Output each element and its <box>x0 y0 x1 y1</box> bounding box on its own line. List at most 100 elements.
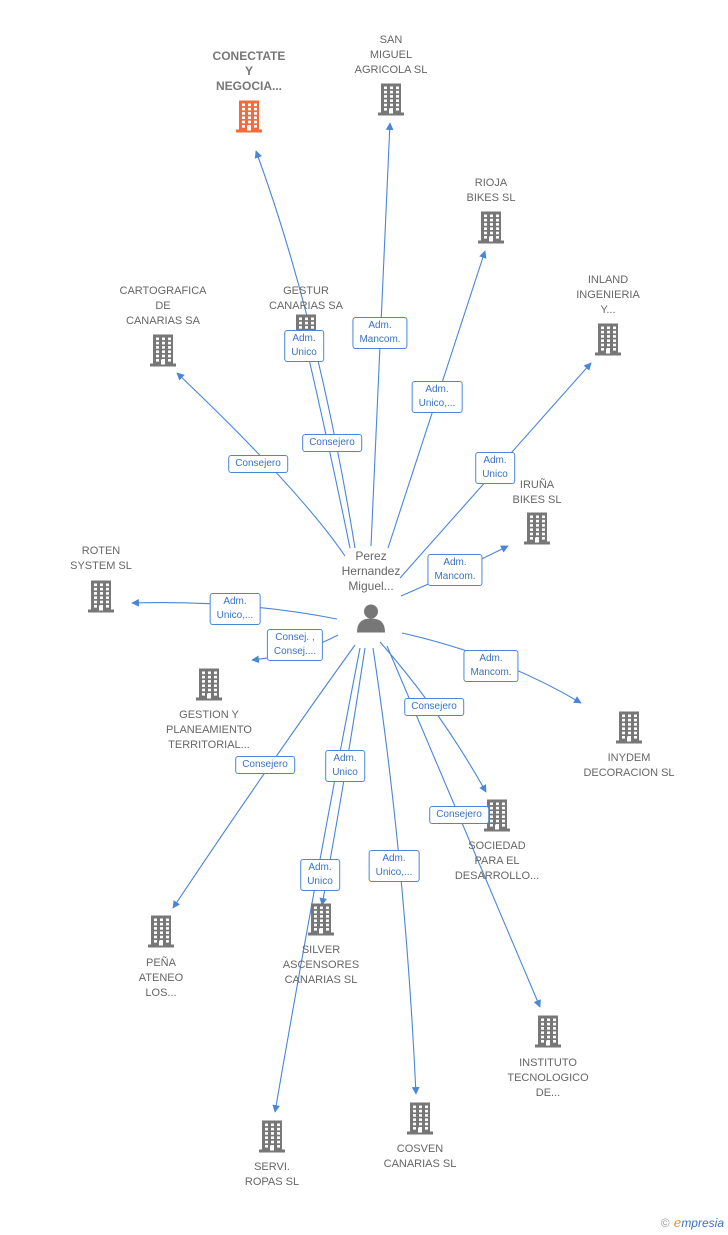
edge-label-line: Adm. <box>223 596 247 607</box>
edge-label-iruna-bikes[interactable]: Adm.Mancom. <box>427 554 483 586</box>
building-icon[interactable] <box>477 210 505 249</box>
edge-label-line: Adm. <box>479 653 503 664</box>
company-label-line: CANARIAS SA <box>269 300 343 312</box>
company-label-inydem[interactable]: INYDEM DECORACION SL <box>583 751 674 781</box>
edge-label-line: Unico,... <box>216 610 254 621</box>
company-label-line: AGRICOLA SL <box>354 64 428 76</box>
building-icon[interactable] <box>87 579 115 618</box>
company-label-servi[interactable]: SERVI.ROPAS SL <box>245 1160 299 1190</box>
edge-label-pena[interactable]: Consejero <box>235 756 295 774</box>
building-icon[interactable] <box>235 99 263 138</box>
edge-line-cartografica <box>176 372 346 557</box>
edge-label-line: Unico <box>482 469 508 480</box>
company-label-line: SERVI. <box>254 1161 290 1173</box>
copyright-symbol: © <box>660 1216 670 1230</box>
edge-label-san-miguel[interactable]: Adm.Mancom. <box>352 317 408 349</box>
edge-label-servi[interactable]: Adm.Unico <box>300 859 340 891</box>
edge-label-conectate[interactable]: Adm.Unico <box>284 330 324 362</box>
company-label-line: CANARIAS SL <box>383 1158 457 1170</box>
company-label-line: DE... <box>535 1087 561 1099</box>
brand-initial: e <box>673 1216 682 1231</box>
company-label-rioja-bikes[interactable]: RIOJA BIKES SL <box>467 176 516 206</box>
building-icon[interactable] <box>147 914 175 953</box>
building-icon[interactable] <box>615 710 643 749</box>
edge-label-rioja-bikes[interactable]: Adm.Unico,... <box>411 381 463 413</box>
company-label-line: Y... <box>600 304 616 316</box>
company-label-line: SAN <box>379 34 403 46</box>
company-label-line: PLANEAMIENTO <box>166 724 252 736</box>
edge-label-line: Adm. <box>382 853 406 864</box>
edge-label-line: Consejero <box>235 458 281 469</box>
edge-label-inydem[interactable]: Adm.Mancom. <box>463 650 519 682</box>
company-label-cosven[interactable]: COSVEN CANARIAS SL <box>384 1142 457 1172</box>
center-name-line: Miguel... <box>348 579 394 593</box>
company-label-line: CONECTATE <box>212 49 286 63</box>
building-icon[interactable] <box>594 322 622 361</box>
edge-label-gestur[interactable]: Consejero <box>302 434 362 452</box>
edge-label-roten[interactable]: Adm. Unico,... <box>209 593 261 625</box>
edge-label-gestion[interactable]: Consej. , Consej.... <box>266 629 324 661</box>
edge-label-line: Consejero <box>309 437 355 448</box>
company-label-line: CANARIAS SA <box>126 315 200 327</box>
edge-label-line: Consej.... <box>273 646 317 657</box>
building-icon[interactable] <box>534 1014 562 1053</box>
company-label-line: DESARROLLO... <box>454 870 540 882</box>
company-label-line: NEGOCIA... <box>215 79 283 93</box>
building-icon[interactable] <box>523 511 551 550</box>
company-label-line: SILVER <box>301 944 341 956</box>
edge-label-line: Adm. <box>308 862 332 873</box>
edge-label-inland[interactable]: Adm. Unico <box>475 452 515 484</box>
edge-label-line: Consej. , <box>275 632 315 643</box>
building-icon[interactable] <box>483 798 511 837</box>
person-icon[interactable] <box>356 603 386 638</box>
edge-label-instituto[interactable]: Consejero <box>429 806 489 824</box>
edge-label-line: Consejero <box>411 701 457 712</box>
company-label-line: PEÑA <box>146 957 176 969</box>
edge-label-line: Adm. <box>333 753 357 764</box>
company-label-line: INSTITUTO <box>519 1057 577 1069</box>
edge-label-line: Unico <box>332 767 358 778</box>
company-label-line: COSVEN <box>396 1143 444 1155</box>
edge-label-cosven[interactable]: Adm. Unico,... <box>368 850 420 882</box>
edge-label-sociedad[interactable]: Consejero <box>404 698 464 716</box>
building-icon[interactable] <box>377 82 405 121</box>
company-label-line: BIKES SL <box>466 192 516 204</box>
company-label-line: Y <box>244 64 254 78</box>
company-label-line: DECORACION SL <box>583 767 675 779</box>
company-label-line: PARA EL <box>474 855 520 867</box>
edge-label-line: Consejero <box>436 809 482 820</box>
company-label-line: ATENEO <box>138 972 184 984</box>
edge-label-line: Unico,... <box>375 867 413 878</box>
building-icon[interactable] <box>195 667 223 706</box>
building-icon[interactable] <box>149 333 177 372</box>
company-label-line: IRUÑA <box>519 479 555 491</box>
building-icon[interactable] <box>258 1119 286 1158</box>
edge-label-silver[interactable]: Adm. Unico <box>325 750 365 782</box>
company-label-line: ROTEN <box>81 545 121 557</box>
building-icon[interactable] <box>406 1101 434 1140</box>
company-label-line: INLAND <box>587 274 629 286</box>
edge-label-line: Unico <box>291 347 317 358</box>
center-person-label[interactable]: Perez Hernandez Miguel... <box>342 549 401 594</box>
company-label-line: DE <box>155 300 171 312</box>
edge-label-line: Adm. <box>483 455 507 466</box>
center-name-line: Hernandez <box>341 564 401 578</box>
edge-label-line: Mancom. <box>359 334 401 345</box>
company-label-line: INYDEM <box>607 752 651 764</box>
edge-label-cartografica[interactable]: Consejero <box>228 455 288 473</box>
building-icon[interactable] <box>307 902 335 941</box>
company-label-line: RIOJA <box>474 177 508 189</box>
